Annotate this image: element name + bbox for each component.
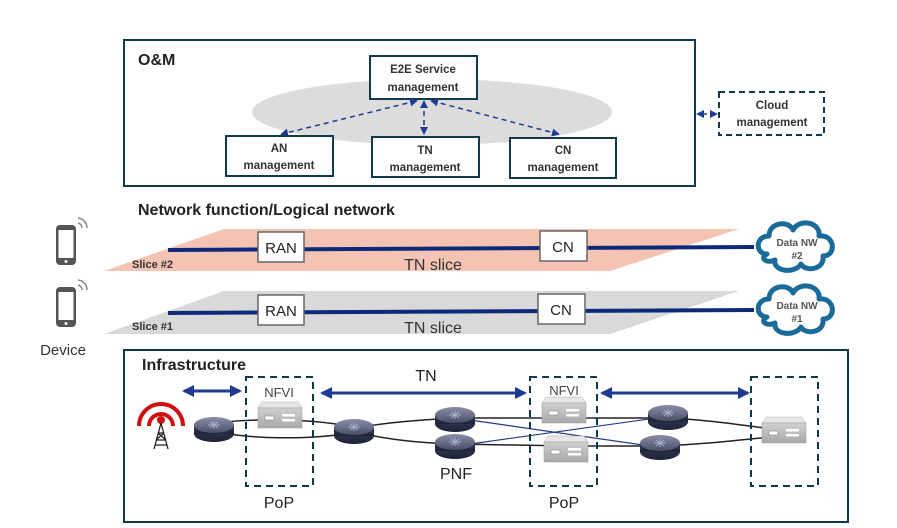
slice-1-tn-label: TN slice bbox=[404, 320, 462, 337]
server-icon bbox=[541, 396, 587, 424]
cn-management-box[interactable]: CN management bbox=[509, 137, 617, 179]
device-phone-slice-2[interactable] bbox=[55, 217, 88, 266]
slice-2-cn-label: CN bbox=[552, 239, 574, 256]
router-core-top[interactable] bbox=[647, 404, 689, 431]
cloud-mgmt-label-1: Cloud bbox=[756, 100, 789, 112]
device-label: Device bbox=[40, 342, 86, 359]
router-icon bbox=[639, 434, 681, 461]
server-icon bbox=[257, 401, 303, 429]
e2e-label-1: E2E Service bbox=[390, 64, 456, 76]
router-icon bbox=[434, 433, 476, 460]
router-icon bbox=[333, 418, 375, 445]
router-pnf-bottom[interactable] bbox=[434, 433, 476, 460]
data-nw-2-label-1: Data NW bbox=[776, 238, 818, 249]
e2e-service-management-box[interactable]: E2E Service management bbox=[369, 55, 478, 100]
slice-1-ran-label: RAN bbox=[265, 303, 297, 320]
server-nfvi-left[interactable] bbox=[257, 401, 303, 429]
slice-1-label: Slice #1 bbox=[132, 321, 173, 333]
e2e-label-2: management bbox=[388, 82, 459, 94]
phone-icon bbox=[55, 279, 88, 328]
slice-2-ran-label: RAN bbox=[265, 240, 297, 257]
router-aggregation[interactable] bbox=[333, 418, 375, 445]
tn-label-2: management bbox=[390, 162, 461, 174]
data-nw-2-cloud[interactable]: Data NW #2 bbox=[758, 223, 832, 271]
an-label-1: AN bbox=[271, 143, 288, 155]
router-core-bottom[interactable] bbox=[639, 434, 681, 461]
slice-1-ran-box[interactable]: RAN bbox=[257, 294, 305, 326]
data-nw-1-cloud[interactable]: Data NW #1 bbox=[758, 286, 832, 334]
slice-2: Slice #2 RAN CN TN slice Data NW #2 bbox=[104, 223, 832, 274]
router-icon bbox=[193, 416, 235, 443]
cn-label-1: CN bbox=[555, 145, 572, 157]
cross-links bbox=[469, 417, 657, 447]
tn-management-box[interactable]: TN management bbox=[371, 136, 480, 178]
cn-label-2: management bbox=[528, 162, 599, 174]
slice-1: Slice #1 RAN CN TN slice Data NW #1 bbox=[104, 286, 832, 337]
slice-2-tn-label: TN slice bbox=[404, 257, 462, 274]
pop-mid-box bbox=[529, 376, 598, 487]
tn-label-1: TN bbox=[417, 145, 432, 157]
om-title: O&M bbox=[138, 52, 175, 69]
data-nw-2-label-2: #2 bbox=[791, 251, 803, 262]
server-nfvi-mid-bottom[interactable] bbox=[543, 435, 589, 463]
data-nw-1-label-1: Data NW bbox=[776, 301, 818, 312]
data-nw-1-label-2: #1 bbox=[791, 314, 803, 325]
nfvi-left-label: NFVI bbox=[264, 385, 294, 400]
antenna-icon[interactable] bbox=[137, 402, 185, 450]
router-pnf-top[interactable] bbox=[434, 406, 476, 433]
an-label-2: management bbox=[244, 160, 315, 172]
device-phone-slice-1[interactable] bbox=[55, 279, 88, 328]
server-icon bbox=[761, 416, 807, 444]
pop-left-label: PoP bbox=[264, 495, 294, 512]
pop-right-box bbox=[750, 376, 819, 487]
logical-network-title: Network function/Logical network bbox=[138, 202, 395, 219]
cloud-management-box[interactable]: Cloud management bbox=[718, 91, 825, 136]
slice-2-ran-box[interactable]: RAN bbox=[257, 231, 305, 263]
server-icon bbox=[543, 435, 589, 463]
an-management-box[interactable]: AN management bbox=[225, 135, 334, 177]
slice-1-cn-box[interactable]: CN bbox=[537, 293, 586, 325]
server-nfvi-mid-top[interactable] bbox=[541, 396, 587, 424]
infrastructure-title: Infrastructure bbox=[142, 357, 246, 374]
cloud-mgmt-label-2: management bbox=[737, 117, 808, 129]
server-cloud-right[interactable] bbox=[761, 416, 807, 444]
nfvi-mid-label: NFVI bbox=[549, 383, 579, 398]
e2e-cn-link bbox=[430, 98, 560, 137]
router-access[interactable] bbox=[193, 416, 235, 443]
pnf-label: PNF bbox=[440, 466, 472, 483]
pop-left-box bbox=[245, 376, 314, 487]
phone-icon bbox=[55, 217, 88, 266]
slice-1-cn-label: CN bbox=[550, 302, 572, 319]
tn-label: TN bbox=[415, 368, 436, 385]
pop-mid-label: PoP bbox=[549, 495, 579, 512]
router-icon bbox=[434, 406, 476, 433]
slice-2-cn-box[interactable]: CN bbox=[539, 230, 588, 262]
slice-2-label: Slice #2 bbox=[132, 259, 173, 271]
router-icon bbox=[647, 404, 689, 431]
